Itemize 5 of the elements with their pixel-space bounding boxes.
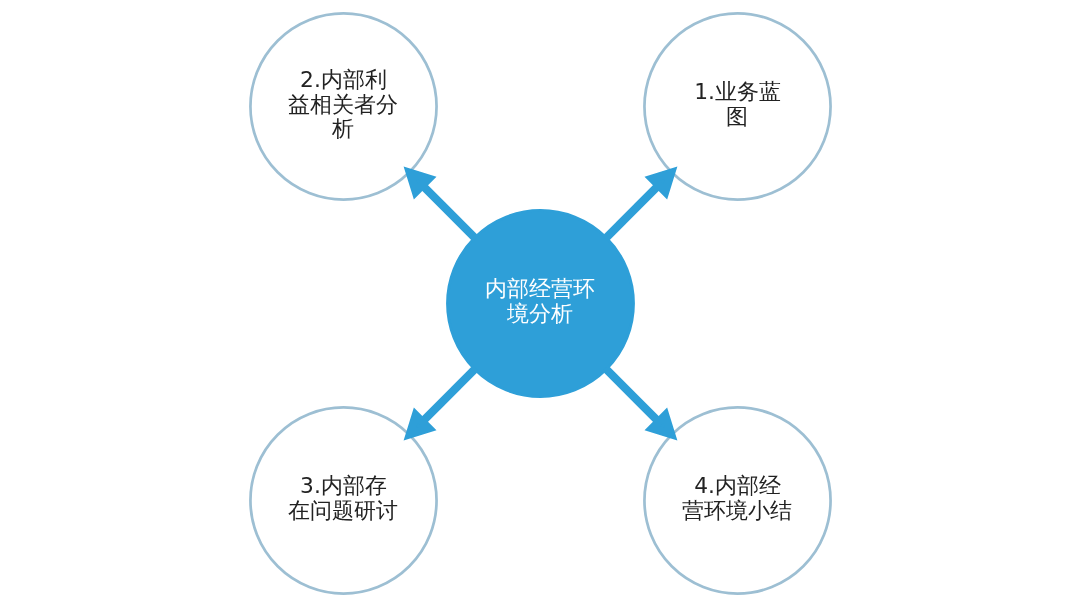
arrow [603, 166, 677, 241]
arrow [603, 366, 677, 441]
arrow [403, 166, 477, 241]
node-circle: 内部经营环境分析 [445, 209, 635, 398]
arrow [403, 366, 477, 441]
